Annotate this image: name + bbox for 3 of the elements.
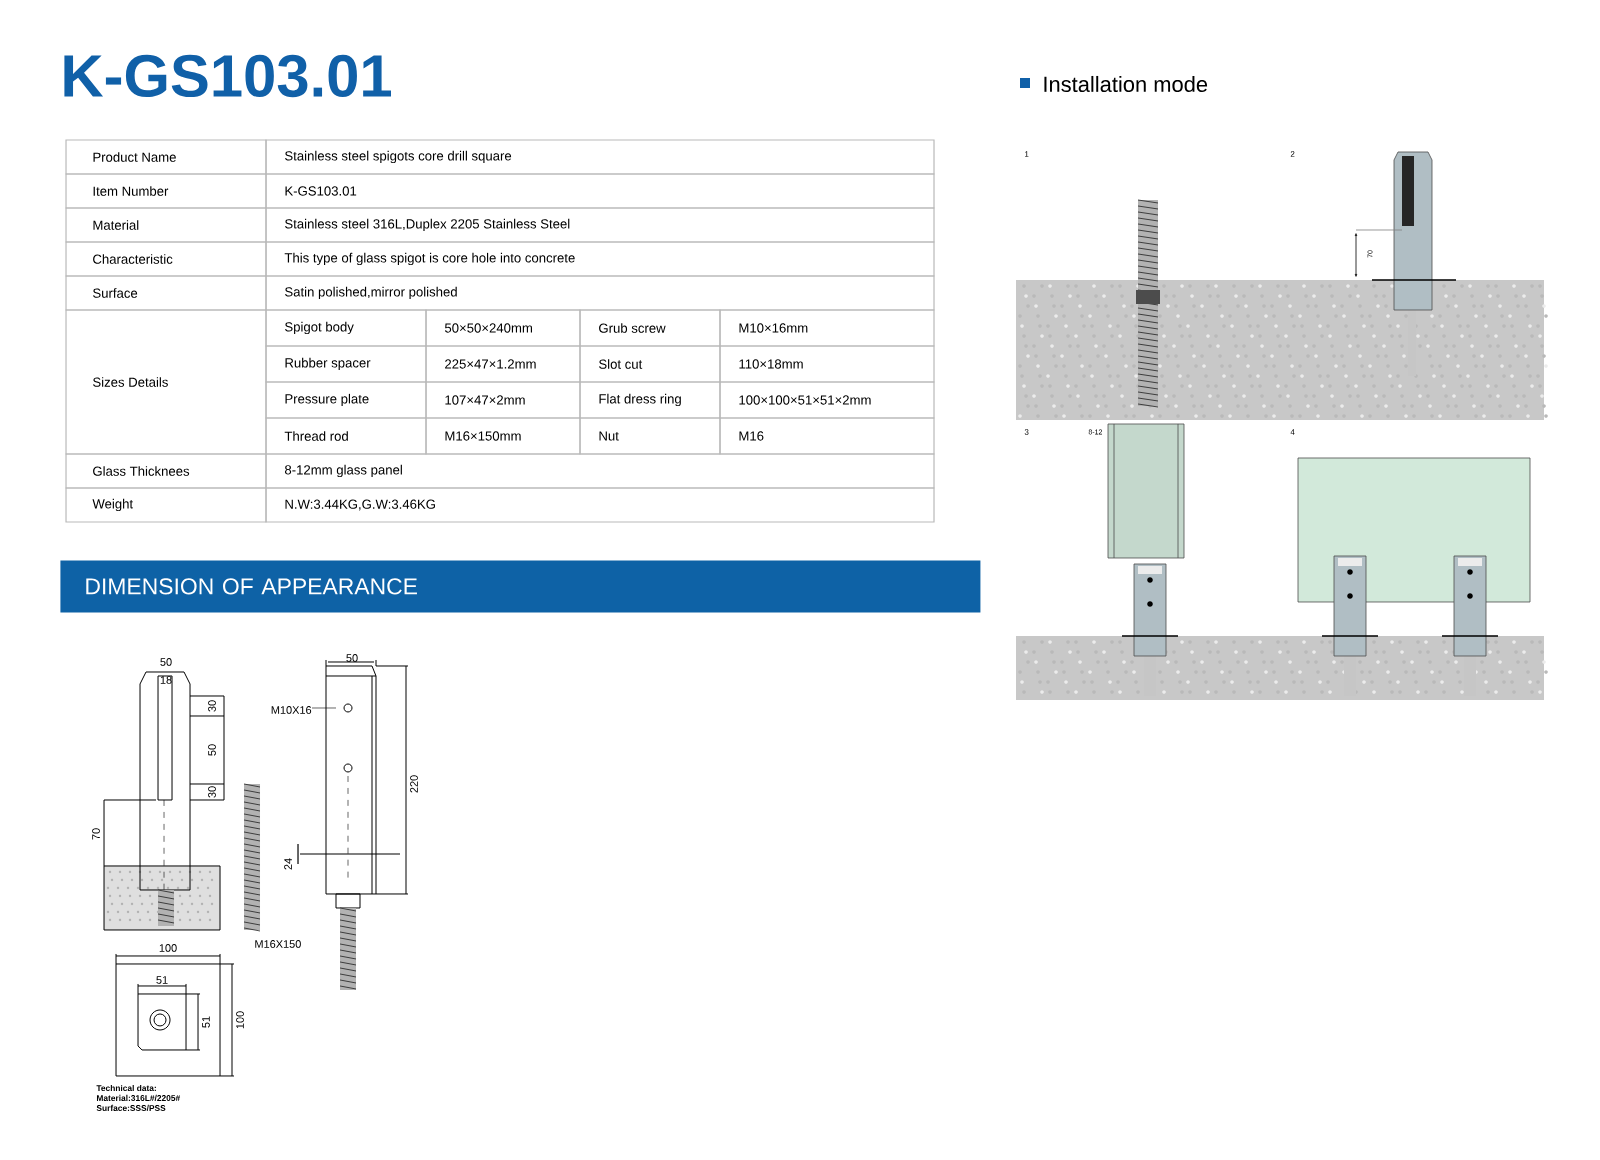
section-heading: Installation mode (1044, 75, 1208, 93)
section-band: DIMENSION OF APPEARANCE (60, 560, 981, 613)
title: K-GS103.01 (64, 54, 391, 98)
